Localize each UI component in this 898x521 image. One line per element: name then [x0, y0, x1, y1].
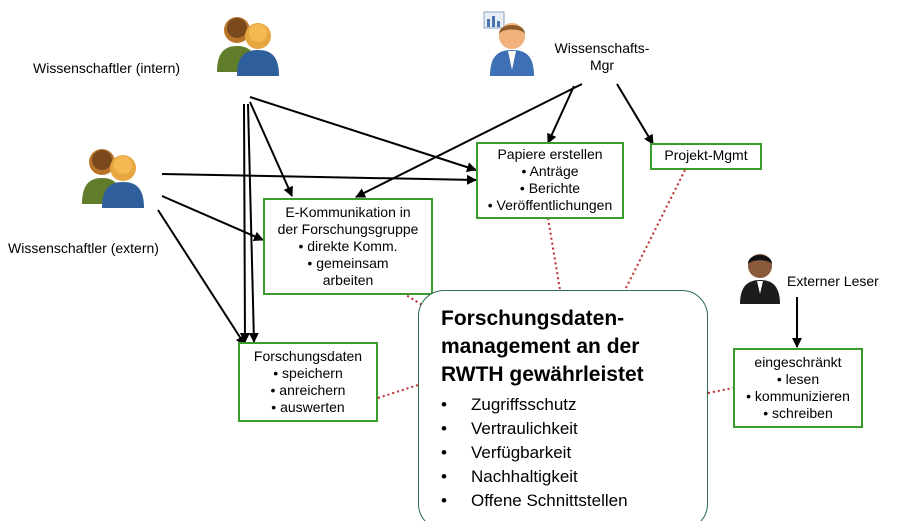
box-projekt-mgmt: Projekt-Mgmt [650, 143, 762, 170]
center-title-line1: Forschungsdaten- [441, 307, 625, 330]
fdaten-title: Forschungsdaten [253, 348, 363, 364]
center-item-vertraulichkeit: Vertraulichkeit [441, 417, 695, 441]
fdaten-item-1: • speichern [273, 365, 343, 381]
eingeschraenkt-item-1: • lesen [776, 371, 820, 387]
scientist-extern-icon [82, 149, 144, 208]
center-feature-list: Zugriffsschutz Vertraulichkeit Verfügbar… [441, 393, 695, 513]
manager-label-line1: Wissenschafts- [554, 40, 650, 56]
papiere-item-2: • Berichte [519, 180, 581, 196]
external-reader-icon [740, 254, 780, 304]
ekomm-item-1: • direkte Komm. [298, 238, 398, 254]
external-reader-label: Externer Leser [787, 273, 879, 289]
arrow-intern-papiere [249, 96, 477, 172]
manager-label-line2: Mgr [589, 57, 615, 73]
box-eingeschraenkt: eingeschränkt • lesen • kommunizieren • … [733, 348, 863, 428]
arrow-intern-ekomm [249, 101, 293, 197]
papiere-item-1: • Anträge [521, 163, 579, 179]
fdaten-item-2: • anreichern [270, 382, 346, 398]
center-item-verfuegbarkeit: Verfügbarkeit [441, 441, 695, 465]
box-forschungsdaten: Forschungsdaten • speichern • anreichern… [238, 342, 378, 422]
arrow-mgr-projekt [616, 83, 654, 145]
projekt-title: Projekt-Mgmt [664, 147, 748, 163]
center-title-line2: management an der [441, 335, 640, 358]
dotted-link-papiere [547, 217, 561, 291]
arrow-extern-ekomm [161, 195, 264, 241]
dotted-link-projekt [624, 169, 686, 291]
eingeschraenkt-title: eingeschränkt [754, 354, 842, 370]
arrow-mgr-papiere [547, 85, 575, 144]
arrow-extern-fdaten [157, 209, 246, 346]
arrow-extern-papiere [161, 173, 477, 185]
ekomm-item-3: arbeiten [322, 272, 374, 288]
arrow-intern-fdaten-a [247, 103, 259, 343]
center-item-zugriffsschutz: Zugriffsschutz [441, 393, 695, 417]
papiere-title: Papiere erstellen [497, 146, 603, 162]
center-item-nachhaltigkeit: Nachhaltigkeit [441, 465, 695, 489]
box-e-kommunikation: E-Kommunikation in der Forschungsgruppe … [263, 198, 433, 295]
box-papiere-erstellen: Papiere erstellen • Anträge • Berichte •… [476, 142, 624, 219]
papiere-item-3: • Veröffentlichungen [487, 197, 613, 213]
dotted-link-fdaten [377, 384, 419, 399]
scientist-extern-label: Wissenschaftler (extern) [8, 240, 159, 256]
arrow-intern-fdaten-b [239, 103, 250, 343]
eingeschraenkt-item-2: • kommunizieren [746, 388, 850, 404]
ekomm-line2: der Forschungsgruppe [277, 221, 419, 237]
manager-label: Wissenschafts- Mgr [552, 40, 652, 74]
fdaten-item-3: • auswerten [271, 399, 345, 415]
center-title-line3: RWTH gewährleistet [441, 363, 644, 386]
center-summary-box: Forschungsdaten- management an der RWTH … [418, 290, 708, 521]
manager-icon [483, 11, 534, 76]
scientist-intern-icon [217, 17, 279, 76]
dotted-link-eingeschraenkt [707, 387, 734, 394]
center-item-schnittstellen: Offene Schnittstellen [441, 489, 695, 513]
arrow-mgr-ekomm [355, 83, 583, 198]
scientist-intern-label: Wissenschaftler (intern) [33, 60, 181, 76]
ekomm-item-2: • gemeinsam [307, 255, 389, 271]
ekomm-line1: E-Kommunikation in [285, 204, 411, 220]
eingeschraenkt-item-3: • schreiben [763, 405, 833, 421]
